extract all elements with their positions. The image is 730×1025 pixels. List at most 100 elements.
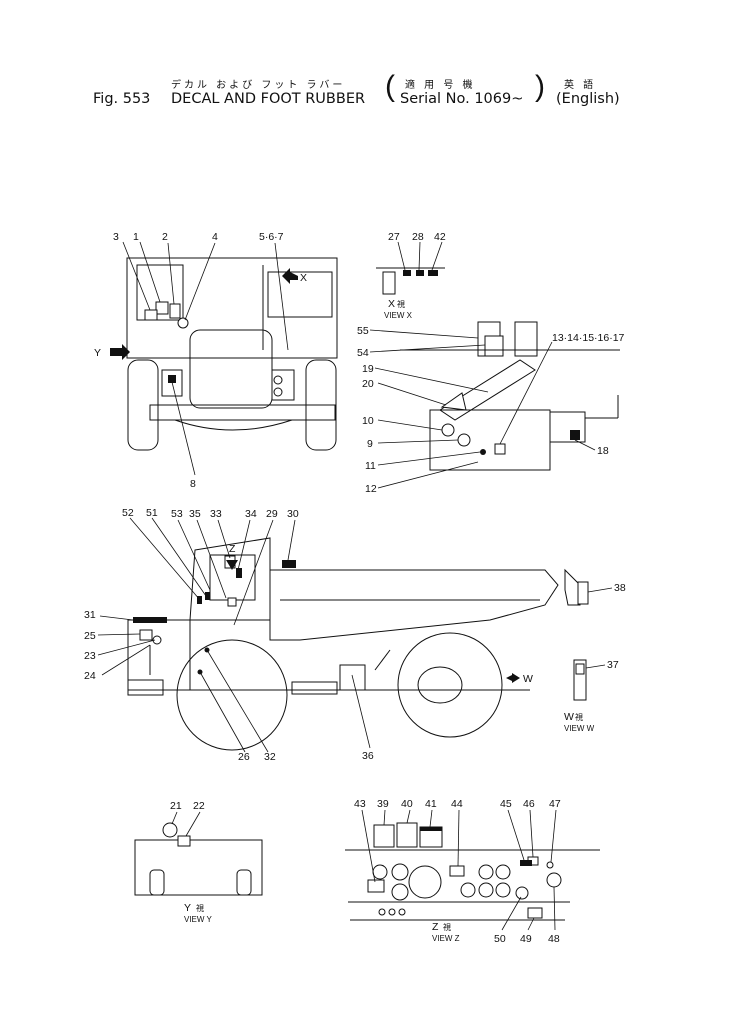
view-w-arrow — [506, 673, 520, 683]
leader-47 — [550, 809, 557, 863]
callout-11: 11 — [365, 460, 376, 472]
view-x-arrow — [282, 268, 298, 284]
callout-45: 45 — [500, 798, 512, 810]
decal-34 — [236, 568, 242, 578]
decal-18 — [570, 430, 580, 440]
callout-29: 29 — [266, 508, 278, 520]
view-z-marker: Z — [229, 543, 236, 555]
callout-5-6-7: 5·6·7 — [259, 231, 284, 243]
view-y-detail: 21 22 Y 視 VIEW Y — [134, 800, 263, 924]
decal-21 — [162, 822, 178, 838]
callout-21: 21 — [170, 800, 182, 812]
callout-47: 47 — [549, 798, 561, 810]
callout-55: 55 — [357, 325, 369, 337]
view-x-mark: 視 — [397, 300, 405, 309]
callout-31: 31 — [84, 609, 96, 621]
leader-38 — [587, 587, 613, 593]
leader-32 — [206, 649, 269, 753]
callout-38: 38 — [614, 582, 626, 594]
leader-23 — [97, 639, 156, 656]
callout-4: 4 — [212, 231, 218, 243]
lamp-right-b — [273, 387, 283, 397]
view-y-mark: 視 — [196, 904, 204, 913]
gauge-speedometer — [408, 865, 442, 899]
leader-11 — [377, 451, 481, 466]
callout-50: 50 — [494, 933, 506, 945]
gauge-e — [478, 882, 494, 898]
switch-a — [378, 908, 386, 916]
front-axle — [174, 419, 293, 431]
callout-20: 20 — [362, 378, 374, 390]
leader-5-6-7 — [274, 242, 289, 351]
leader-22 — [185, 811, 201, 837]
view-y-arrow — [110, 344, 130, 360]
front-wheel — [176, 639, 288, 751]
figure-title: DECAL AND FOOT RUBBER — [171, 91, 366, 107]
callout-46: 46 — [523, 798, 535, 810]
language-label: (English) — [556, 91, 620, 107]
view-x-small-part — [382, 271, 396, 295]
headlight-left — [161, 369, 183, 397]
view-y-slot-left — [149, 869, 165, 896]
leader-20 — [377, 382, 447, 406]
leader-52 — [129, 517, 201, 601]
view-y-marker: Y — [94, 347, 101, 359]
leader-40 — [406, 809, 411, 824]
decal-43 — [367, 879, 385, 893]
gauge-f — [495, 864, 511, 880]
leader-9 — [377, 439, 459, 444]
callout-27: 27 — [388, 231, 400, 243]
cab-window — [136, 264, 184, 321]
decal-37 — [575, 663, 585, 675]
decal-38 — [577, 581, 589, 605]
leader-50 — [501, 896, 522, 931]
leader-51 — [151, 517, 207, 597]
callout-23: 23 — [84, 650, 96, 662]
view-w-letter: W — [564, 711, 574, 723]
callout-42: 42 — [434, 231, 446, 243]
leader-35 — [196, 519, 227, 599]
ladder-rail — [439, 359, 536, 421]
leader-8 — [171, 381, 196, 476]
callout-53: 53 — [171, 508, 183, 520]
front-frame — [126, 257, 338, 359]
gauge-g — [495, 882, 511, 898]
decal-44 — [449, 865, 465, 877]
dump-body — [269, 569, 559, 641]
decal-48 — [546, 872, 562, 888]
decal-30 — [282, 560, 296, 568]
decal-45 — [520, 860, 532, 866]
leader-43 — [361, 809, 376, 883]
decal-54 — [484, 335, 504, 357]
callout-48: 48 — [548, 933, 560, 945]
leader-41 — [429, 809, 433, 828]
leader-30 — [287, 519, 296, 561]
serial-close-paren: ) — [535, 70, 545, 103]
decal-28 — [416, 270, 424, 276]
callout-30: 30 — [287, 508, 299, 520]
view-y-letter: Y — [184, 902, 191, 914]
leader-2 — [167, 242, 175, 305]
leader-4 — [184, 242, 216, 321]
leader-25 — [97, 633, 141, 636]
callout-33: 33 — [210, 508, 222, 520]
callout-10: 10 — [362, 415, 374, 427]
hoist-cylinder — [374, 649, 391, 671]
leader-33 — [217, 519, 231, 559]
leader-39 — [383, 809, 386, 826]
leader-42 — [431, 241, 443, 271]
decal-25 — [139, 629, 153, 641]
view-z-arrow — [226, 560, 238, 570]
leader-21 — [171, 811, 178, 825]
view-y-panel — [134, 839, 263, 896]
decal-49 — [527, 907, 543, 919]
lamp-right-a — [273, 375, 283, 385]
switch-c — [398, 908, 406, 916]
front-wheel-left — [127, 359, 159, 451]
callout-34: 34 — [245, 508, 257, 520]
leader-55 — [369, 329, 479, 339]
gauge-b — [391, 883, 409, 901]
leader-34 — [237, 519, 251, 571]
leader-31 — [99, 615, 134, 621]
